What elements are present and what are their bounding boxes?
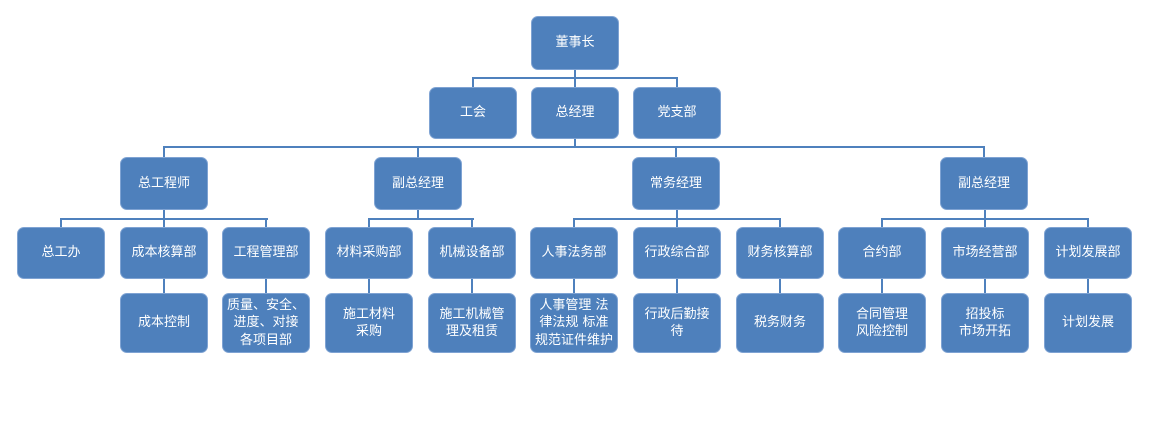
connector-line bbox=[779, 279, 781, 293]
connector-line bbox=[573, 218, 781, 220]
connector-line bbox=[417, 146, 419, 157]
connector-line bbox=[163, 146, 985, 148]
org-node-administration-dept: 行政综合部 bbox=[633, 227, 721, 279]
connector-line bbox=[1087, 218, 1089, 227]
org-node-construction-machinery-leasing: 施工机械管 理及租赁 bbox=[428, 293, 516, 353]
connector-line bbox=[265, 218, 267, 227]
connector-line bbox=[676, 279, 678, 293]
connector-line bbox=[60, 218, 268, 220]
connector-line bbox=[779, 218, 781, 227]
connector-line bbox=[471, 279, 473, 293]
connector-line bbox=[675, 146, 677, 157]
connector-line bbox=[471, 218, 473, 227]
connector-line bbox=[1087, 279, 1089, 293]
org-node-contract-risk-control: 合同管理 风险控制 bbox=[838, 293, 926, 353]
org-node-labor-union: 工会 bbox=[429, 87, 517, 139]
org-node-bidding-market-expansion: 招投标 市场开拓 bbox=[941, 293, 1029, 353]
org-node-machinery-equipment-dept: 机械设备部 bbox=[428, 227, 516, 279]
org-node-chairman: 董事长 bbox=[531, 16, 619, 70]
org-node-general-manager: 总经理 bbox=[531, 87, 619, 139]
connector-line bbox=[881, 218, 883, 227]
org-node-deputy-general-manager-1: 副总经理 bbox=[374, 157, 462, 210]
connector-line bbox=[881, 218, 1089, 220]
org-node-admin-logistics-reception: 行政后勤接 待 bbox=[633, 293, 721, 353]
connector-line bbox=[163, 146, 165, 157]
org-node-chief-engineer-office: 总工办 bbox=[17, 227, 105, 279]
connector-line bbox=[983, 146, 985, 157]
org-node-managing-manager: 常务经理 bbox=[632, 157, 720, 210]
org-node-hr-legal-dept: 人事法务部 bbox=[530, 227, 618, 279]
connector-line bbox=[163, 279, 165, 293]
org-node-material-purchasing-dept: 材料采购部 bbox=[325, 227, 413, 279]
connector-line bbox=[368, 218, 370, 227]
connector-line bbox=[368, 279, 370, 293]
org-node-construction-material-purchasing: 施工材料 采购 bbox=[325, 293, 413, 353]
org-node-cost-accounting-dept: 成本核算部 bbox=[120, 227, 208, 279]
org-node-cost-control: 成本控制 bbox=[120, 293, 208, 353]
org-node-hr-legal-standards: 人事管理 法 律法规 标准 规范证件维护 bbox=[530, 293, 618, 353]
org-node-chief-engineer: 总工程师 bbox=[120, 157, 208, 210]
org-node-tax-finance: 税务财务 bbox=[736, 293, 824, 353]
org-node-engineering-management-dept: 工程管理部 bbox=[222, 227, 310, 279]
connector-line bbox=[676, 77, 678, 87]
connector-line bbox=[265, 279, 267, 293]
org-node-party-branch: 党支部 bbox=[633, 87, 721, 139]
org-node-planning-development: 计划发展 bbox=[1044, 293, 1132, 353]
org-node-deputy-general-manager-2: 副总经理 bbox=[940, 157, 1028, 210]
connector-line bbox=[881, 279, 883, 293]
connector-line bbox=[574, 139, 576, 148]
connector-line bbox=[573, 279, 575, 293]
connector-line bbox=[60, 218, 62, 227]
org-node-planning-development-dept: 计划发展部 bbox=[1044, 227, 1132, 279]
org-node-market-operations-dept: 市场经营部 bbox=[941, 227, 1029, 279]
connector-line bbox=[417, 210, 419, 220]
connector-line bbox=[368, 218, 474, 220]
org-node-contract-dept: 合约部 bbox=[838, 227, 926, 279]
org-node-quality-safety-progress: 质量、安全、 进度、对接 各项目部 bbox=[222, 293, 310, 353]
org-node-finance-accounting-dept: 财务核算部 bbox=[736, 227, 824, 279]
connector-line bbox=[573, 218, 575, 227]
connector-line bbox=[472, 77, 474, 87]
connector-line bbox=[472, 77, 678, 79]
connector-line bbox=[984, 279, 986, 293]
